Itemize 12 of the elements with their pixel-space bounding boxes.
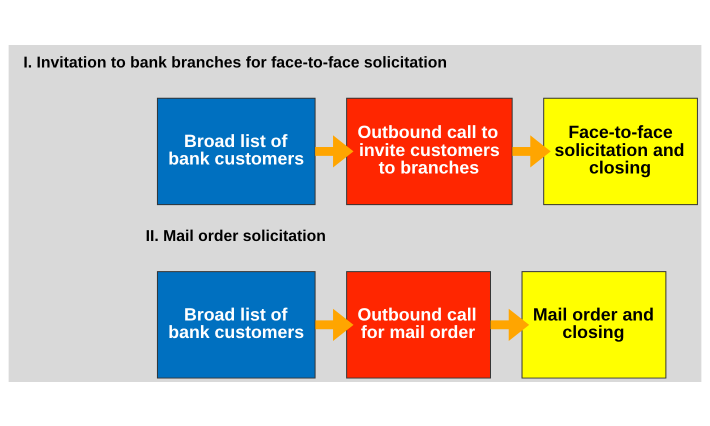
label: II. Mail order solicitation <box>146 227 326 244</box>
node-box: Broad list of bank customers <box>156 97 316 205</box>
arrow <box>315 308 354 340</box>
arrow <box>315 134 354 168</box>
node-box: Face-to-face solicitation and closing <box>543 97 698 205</box>
arrow <box>512 134 551 168</box>
node-box: Mail order and closing <box>522 270 666 378</box>
node-box: Broad list of bank customers <box>156 270 316 378</box>
label: I. Invitation to bank branches for face-to-face solicitation <box>23 54 447 71</box>
node-box: Outbound call to invite customers to branches <box>346 97 513 205</box>
node-box: Outbound call for mail order <box>346 270 491 378</box>
arrow <box>490 308 530 340</box>
